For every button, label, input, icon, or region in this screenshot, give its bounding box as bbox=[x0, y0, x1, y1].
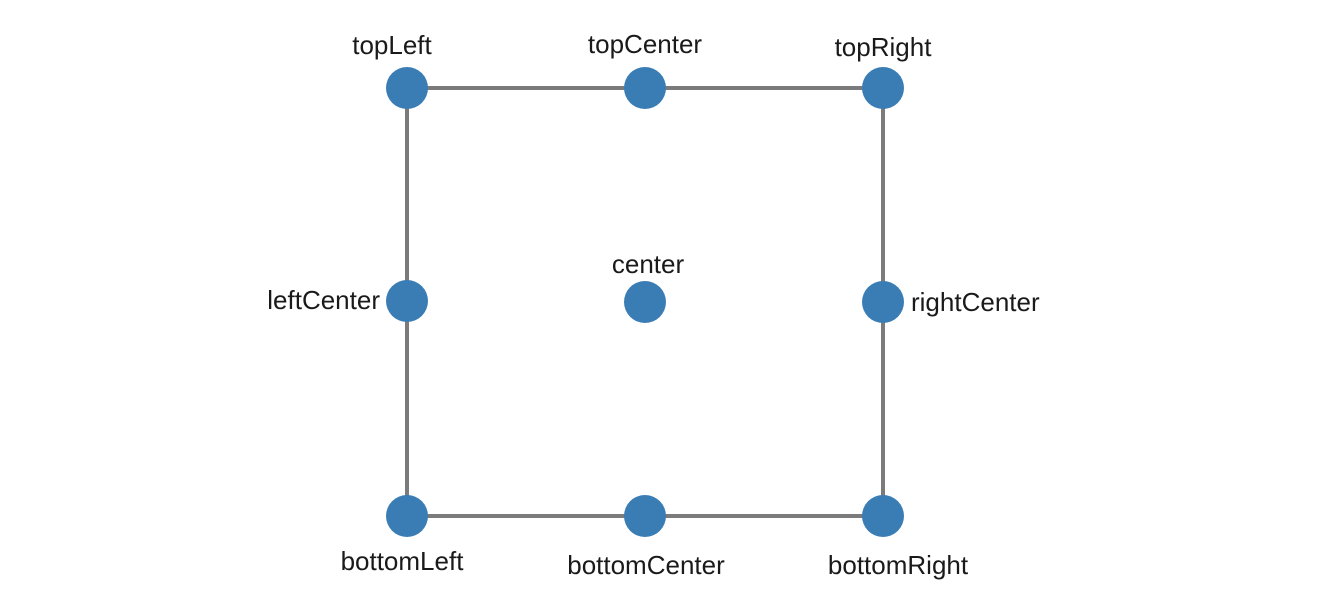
right-center-point bbox=[862, 281, 904, 323]
bottom-center-label: bottomCenter bbox=[567, 550, 725, 580]
center-label: center bbox=[612, 249, 685, 279]
left-center-point bbox=[386, 280, 428, 322]
top-right-label: topRight bbox=[835, 32, 933, 62]
right-center-label: rightCenter bbox=[911, 287, 1040, 317]
bottom-left-label: bottomLeft bbox=[341, 546, 465, 576]
bottom-right-label: bottomRight bbox=[828, 550, 969, 580]
top-right-point bbox=[862, 67, 904, 109]
bottom-center-point bbox=[624, 495, 666, 537]
top-left-label: topLeft bbox=[352, 30, 432, 60]
top-center-label: topCenter bbox=[588, 29, 703, 59]
top-left-point bbox=[386, 67, 428, 109]
top-center-point bbox=[624, 67, 666, 109]
bottom-right-point bbox=[862, 495, 904, 537]
bottom-left-point bbox=[386, 495, 428, 537]
center-point bbox=[624, 281, 666, 323]
left-center-label: leftCenter bbox=[267, 285, 380, 315]
